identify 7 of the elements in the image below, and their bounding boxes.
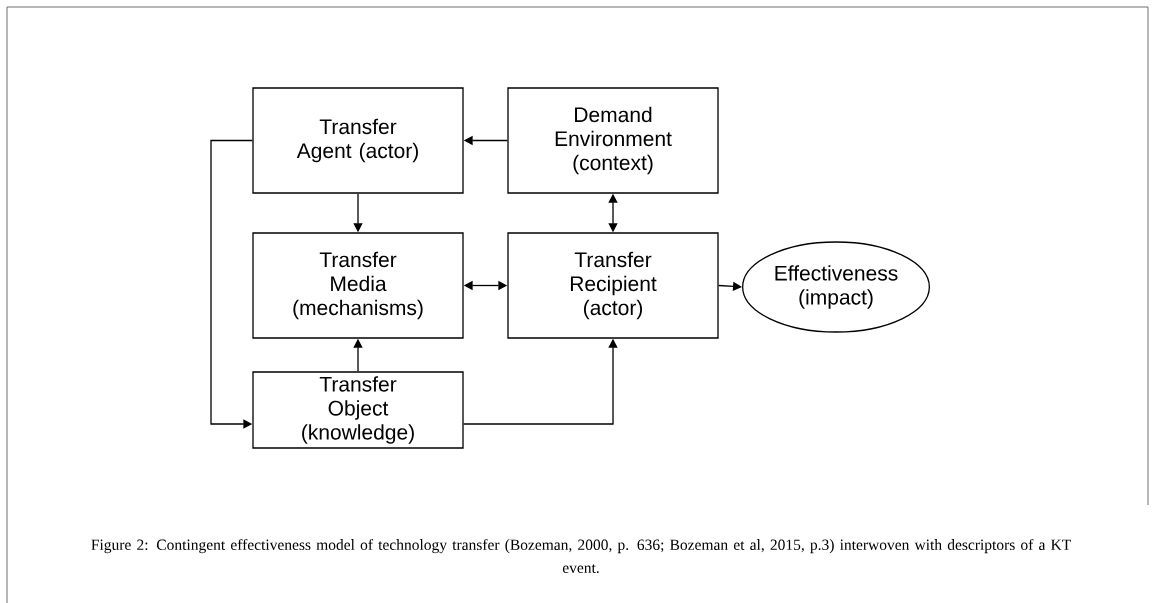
arrow (210, 139, 253, 429)
process-box: Transfer Recipient (actor) (507, 232, 719, 339)
process-box: Transfer Media (mechanisms) (252, 232, 464, 339)
process-box: Transfer Agent (actor) (252, 87, 464, 194)
process-box: Demand Environment (context) (507, 87, 719, 194)
figure-caption: Figure 2: Contingent effectiveness model of technology transfer (Bozeman, 2000, p. 636; Bozeman et al, 2015, p.3) interwoven with descriptors of a KT event. (91, 538, 1071, 574)
process-box: Transfer Object (knowledge) (252, 371, 464, 449)
